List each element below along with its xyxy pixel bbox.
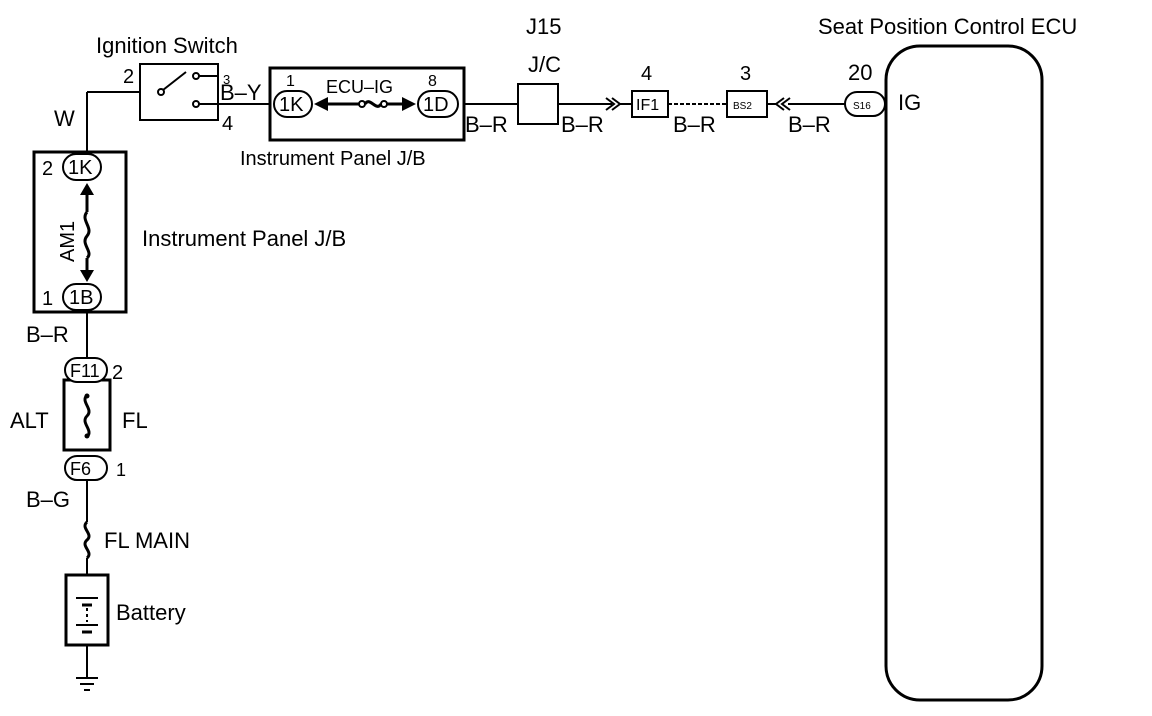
wire-label-b-r-if1: B–R [673,112,716,137]
bs2-label: BS2 [733,101,752,112]
wire-label-b-r-lower: B–R [26,322,69,347]
ecu-title: Seat Position Control ECU [818,14,1077,39]
connector-s16-label: S16 [853,101,871,112]
battery-symbol [64,573,110,647]
connector-f11-label: F11 [70,361,100,381]
pin-1d: 8 [428,73,437,90]
connector-1d-label: 1D [423,94,449,116]
pin-1k-top: 1 [286,73,295,90]
if1-pin: 4 [641,63,652,85]
fl-fusible-link [62,378,112,452]
wire-label-b-r-jc: B–R [561,112,604,137]
connector-1b-label: 1B [69,287,93,309]
connector-f6 [64,455,108,481]
am1-fuse-label: AM1 [57,221,79,262]
bs2-connector [726,90,768,118]
ecu-ig-fuse-label: ECU–IG [326,77,393,97]
fl-main-fuse [83,520,91,575]
wire-label-b-g: B–G [26,487,70,512]
ecu-terminal-ig: IG [898,90,921,115]
fl-label-alt: ALT [10,408,49,433]
connector-1d [417,90,459,118]
wire-label-b-y: B–Y [220,80,262,105]
ignition-switch-title: Ignition Switch [96,33,238,58]
pin-1k-left: 2 [42,158,53,180]
pin-f6: 1 [116,460,126,480]
bs2-pin: 3 [740,63,751,85]
connector-1k-left-label: 1K [68,157,93,179]
ij-top-title: Instrument Panel J/B [240,148,426,170]
connector-1k-top [273,90,313,118]
pin-f11: 2 [112,362,123,384]
ij-left-title: Instrument Panel J/B [142,226,346,251]
connector-1k-left [62,153,102,181]
if1-connector [631,90,669,118]
ecu-pin-20: 20 [848,60,872,85]
wire-label-b-r-bs2: B–R [788,112,831,137]
wire-w [86,91,140,152]
battery-label: Battery [116,600,186,625]
fl-label-fl: FL [122,408,148,433]
junction-connector [517,83,559,125]
connector-1b [62,283,102,311]
pin-1b: 1 [42,288,53,310]
ecu-ig-fuse [314,97,416,111]
jc-subtitle: J/C [528,52,561,77]
connector-f6-label: F6 [70,459,91,479]
connector-s16 [844,91,886,117]
ignition-switch-box [139,63,219,121]
am1-fuse [80,183,94,282]
ignition-pin-4: 4 [222,113,233,135]
wire-label-b-r-1d: B–R [465,112,508,137]
wire-label-w: W [54,106,75,131]
ignition-pin-3: 3 [223,72,230,87]
fl-main-label: FL MAIN [104,528,190,553]
ground-symbol [76,645,98,691]
connector-arrow-bs2 [774,97,791,111]
if1-label: IF1 [636,97,659,114]
jc-title: J15 [526,14,561,39]
connector-1k-top-label: 1K [279,94,304,116]
ecu-body [884,44,1044,702]
ignition-pin-2: 2 [123,66,134,88]
